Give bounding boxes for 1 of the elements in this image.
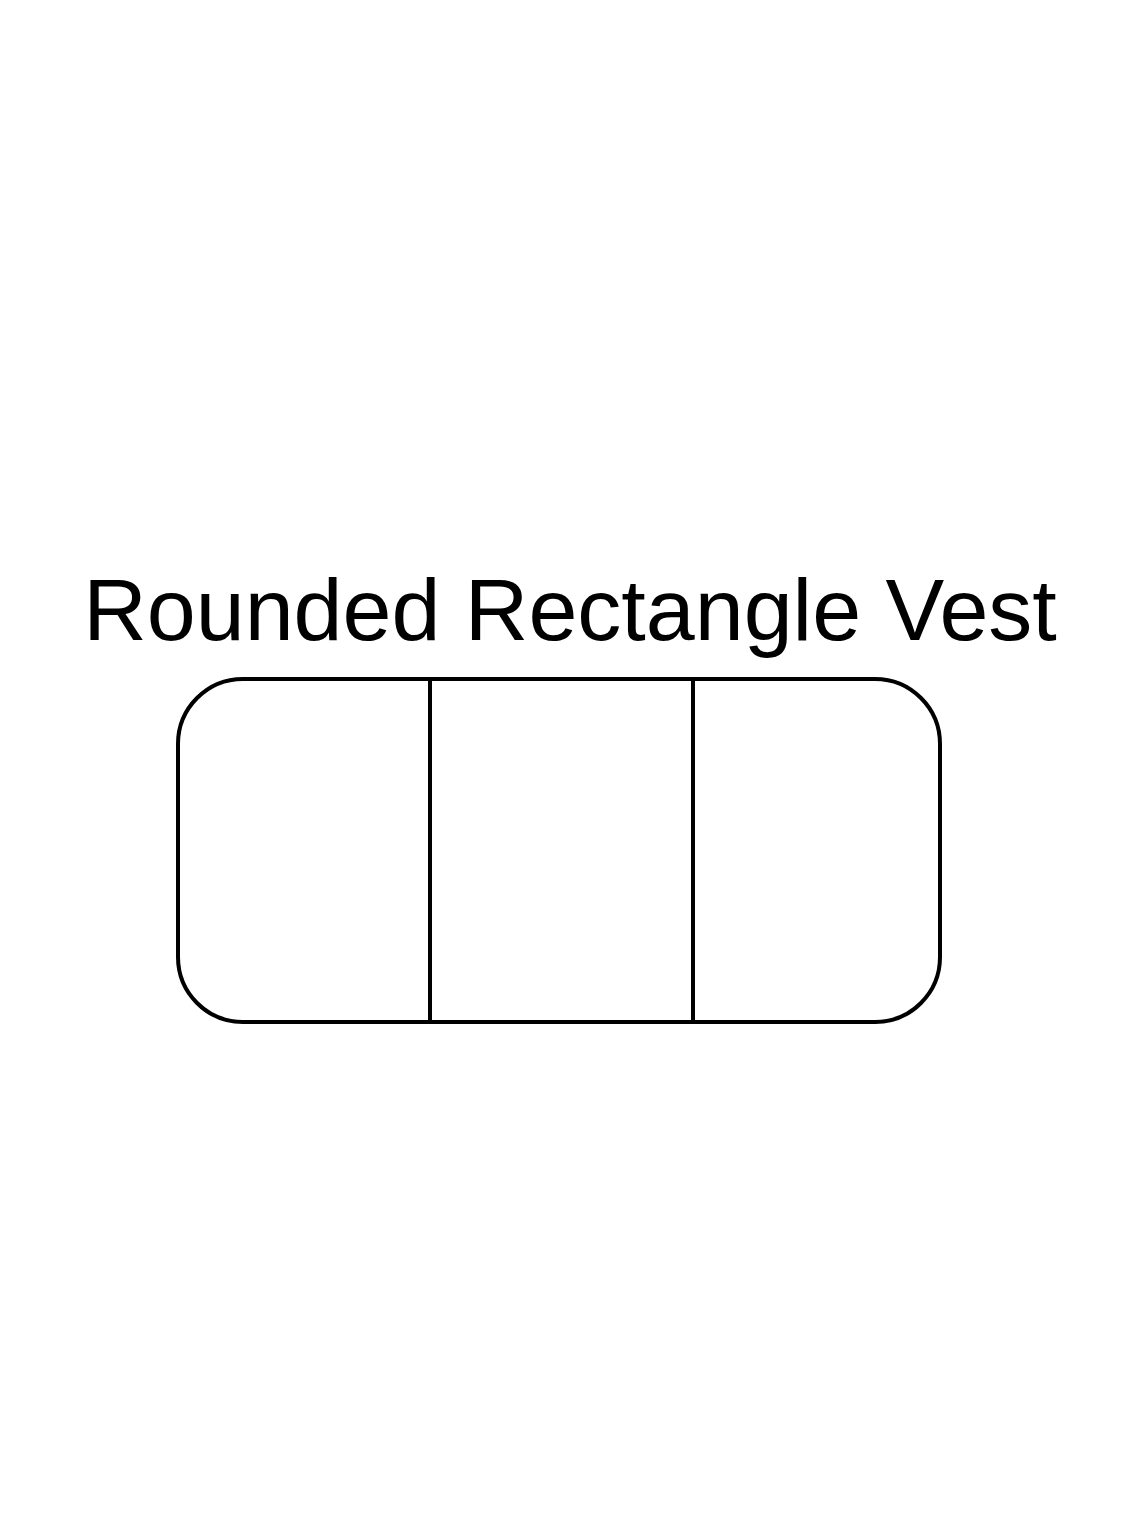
diagram-title: Rounded Rectangle Vest xyxy=(82,560,1058,660)
